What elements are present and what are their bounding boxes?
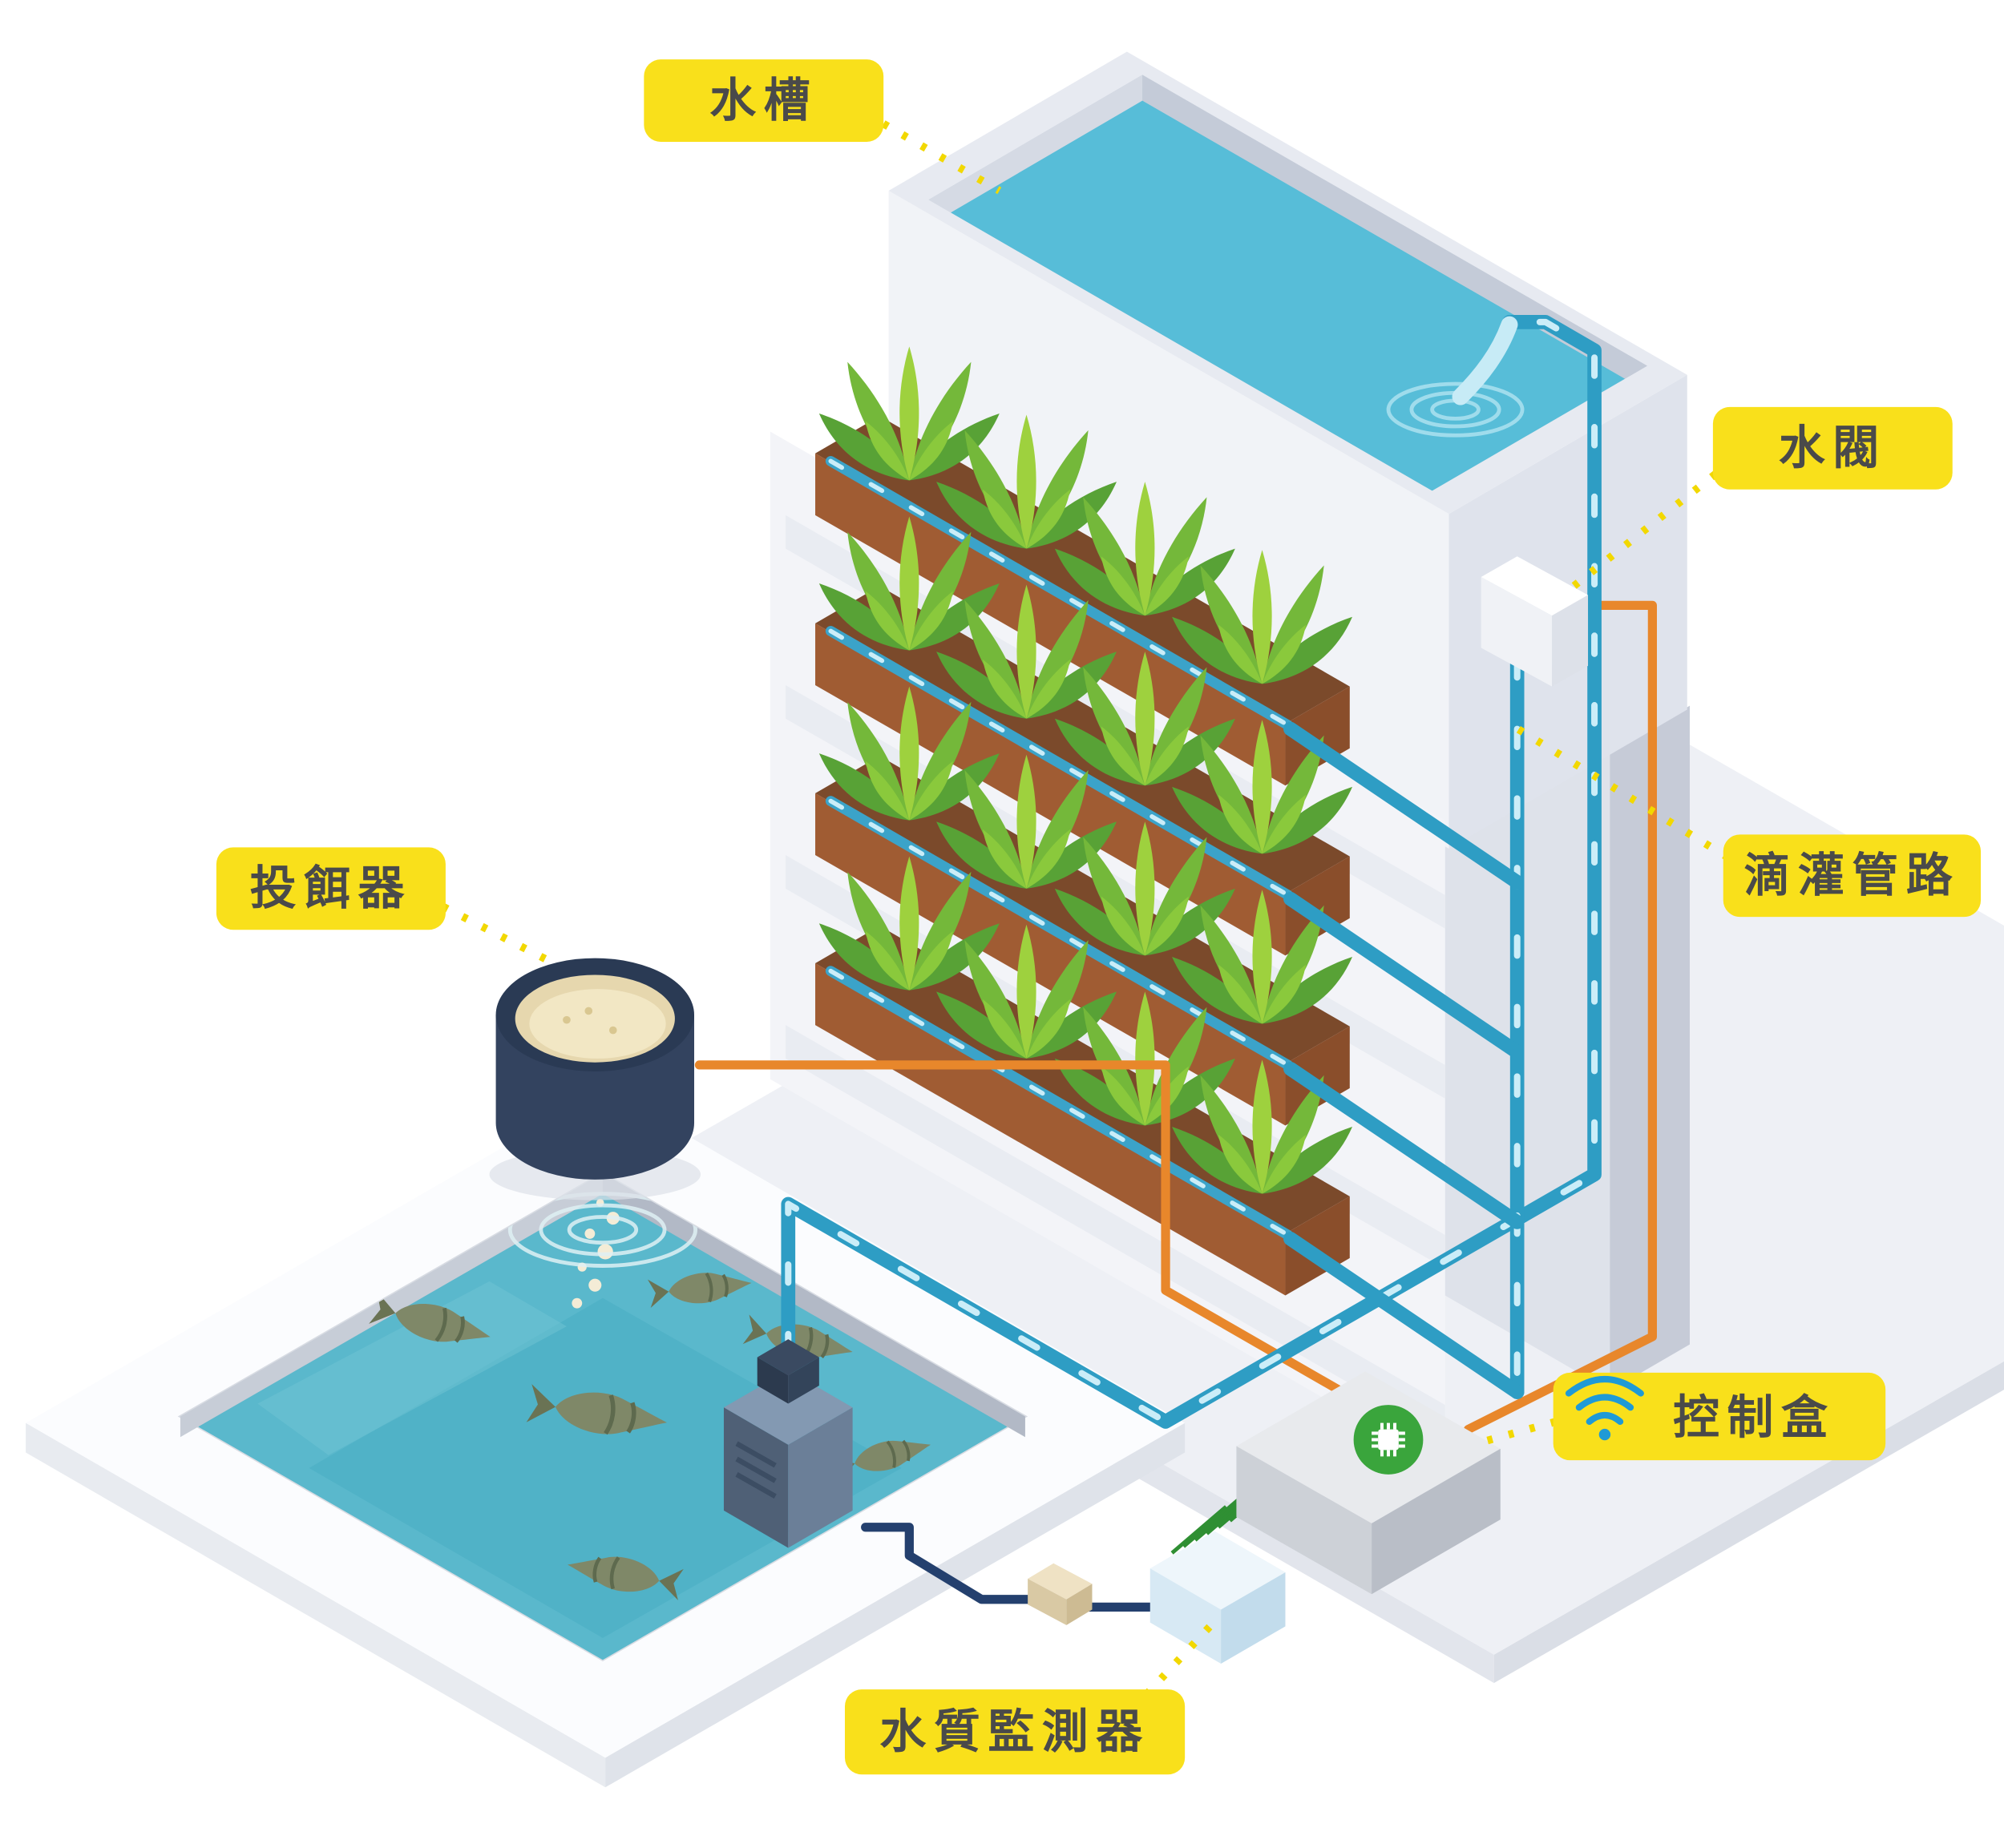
label-feeder: 投餌器: [216, 847, 556, 967]
tank-water: [928, 100, 1647, 491]
label-water-tank: 水槽: [644, 59, 1002, 195]
chip-logo-icon: [1372, 1422, 1405, 1457]
cable-connector: [1028, 1563, 1093, 1625]
water-stream: [1452, 316, 1518, 406]
wifi-icon: [1565, 1376, 1644, 1441]
label-water-quality-monitor: 水質監測器: [844, 1614, 1222, 1775]
sensor-cable: [861, 1523, 1159, 1625]
label-water-valve: 水閥: [1571, 406, 1953, 590]
control-box: [1236, 1371, 1501, 1595]
feeder: [489, 958, 701, 1200]
label-control-box-text: 控制盒: [1673, 1392, 1835, 1443]
label-water-tank-text: 水槽: [709, 75, 818, 127]
water-valve: [1481, 556, 1589, 687]
drip-branch-pipes: [1283, 721, 1525, 1399]
pump-vents: [735, 1441, 777, 1499]
wire-feeder-to-controlbox: [694, 1060, 1368, 1409]
label-feeder-text: 投餌器: [250, 863, 412, 914]
label-water-valve-text: 水閥: [1779, 423, 1887, 474]
label-drip-pipe: 滴灌管路: [1507, 720, 1982, 918]
water-pump: [723, 1339, 853, 1548]
label-water-quality-monitor-text: 水質監測器: [879, 1706, 1149, 1757]
water-pipes: [781, 315, 1602, 1429]
label-drip-pipe-text: 滴灌管路: [1743, 850, 1960, 902]
feed-pellets: [529, 989, 666, 1059]
label-control-box: 控制盒: [1480, 1372, 1886, 1461]
water-quality-monitor: [1149, 1531, 1286, 1664]
